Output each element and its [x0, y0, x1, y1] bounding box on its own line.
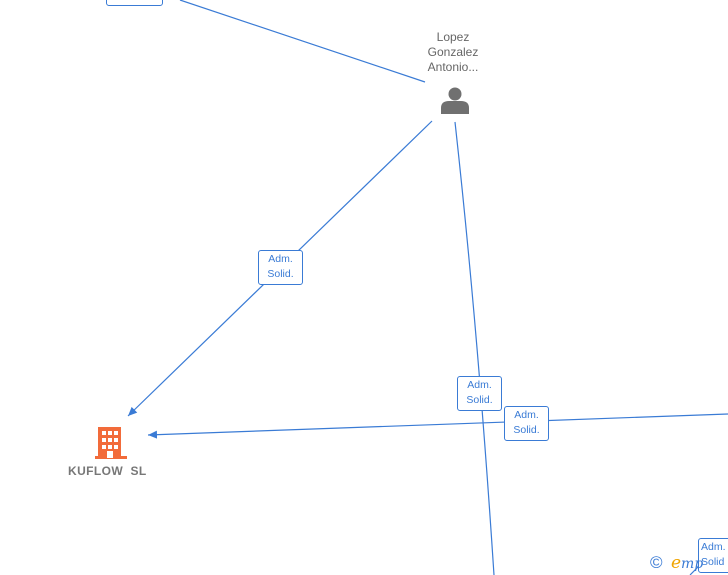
- edge-offscreen-to-person: [179, 0, 426, 83]
- company-name[interactable]: KUFLOW SL: [68, 464, 147, 478]
- relation-badge-person-downward[interactable]: Adm. Solid.: [457, 376, 502, 411]
- relation-badge-bottom-right[interactable]: Adm. Solid: [698, 538, 728, 573]
- relation-badge-right-company[interactable]: Adm. Solid.: [504, 406, 549, 441]
- brand-logo-text: mp: [681, 556, 704, 572]
- relation-badge-person-company[interactable]: Adm. Solid.: [258, 250, 303, 285]
- person-name[interactable]: Lopez Gonzalez Antonio...: [408, 30, 498, 75]
- person-name-line-2: Gonzalez: [427, 45, 479, 59]
- relation-type: Solid.: [267, 268, 294, 280]
- relation-badge-partial-top: [106, 0, 163, 6]
- copyright-symbol: ©: [650, 553, 663, 572]
- relation-role: Adm.: [514, 409, 539, 421]
- relation-type: Solid: [701, 556, 725, 568]
- relation-type: Solid.: [513, 424, 540, 436]
- relation-role: Adm.: [467, 379, 492, 391]
- brand-logo-initial: e: [671, 553, 682, 573]
- relation-role: Adm.: [701, 541, 726, 553]
- edge-right-to-company: [147, 413, 728, 439]
- relation-role: Adm.: [268, 253, 293, 265]
- person-name-line-3: Antonio...: [427, 60, 479, 74]
- relation-type: Solid.: [466, 394, 493, 406]
- person-name-line-1: Lopez: [436, 30, 470, 44]
- building-icon[interactable]: [95, 425, 127, 461]
- edge-person-downward: [454, 121, 495, 575]
- person-icon[interactable]: [440, 86, 470, 114]
